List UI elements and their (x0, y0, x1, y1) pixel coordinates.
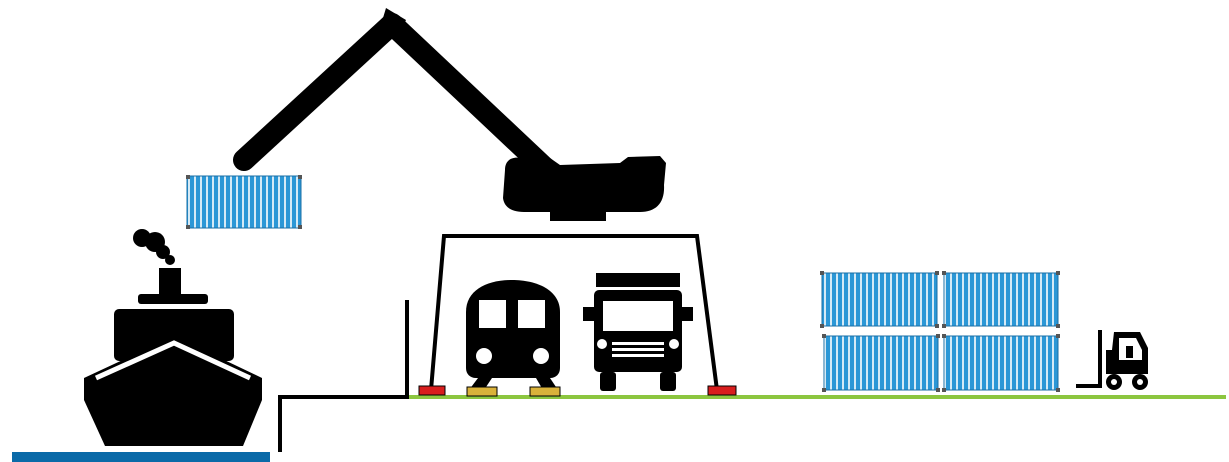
rail-pad-right (530, 387, 560, 396)
ship-icon (84, 229, 262, 446)
rail-pad-left (467, 387, 497, 396)
gantry-foot-right (708, 386, 736, 395)
container-bottom-left (822, 334, 940, 392)
container-top-right (942, 271, 1060, 328)
train-icon (466, 280, 560, 396)
crane-arm-icon (244, 8, 666, 221)
container-bottom-right (942, 334, 1060, 392)
lifted-container-icon (186, 175, 302, 229)
truck-icon (583, 273, 693, 391)
water-line (12, 452, 270, 462)
stacked-containers-icon (820, 271, 1060, 392)
forklift-icon (1076, 330, 1148, 390)
gantry-foot-left (419, 386, 445, 395)
quay-wall (280, 397, 409, 452)
container-top-left (820, 271, 939, 328)
